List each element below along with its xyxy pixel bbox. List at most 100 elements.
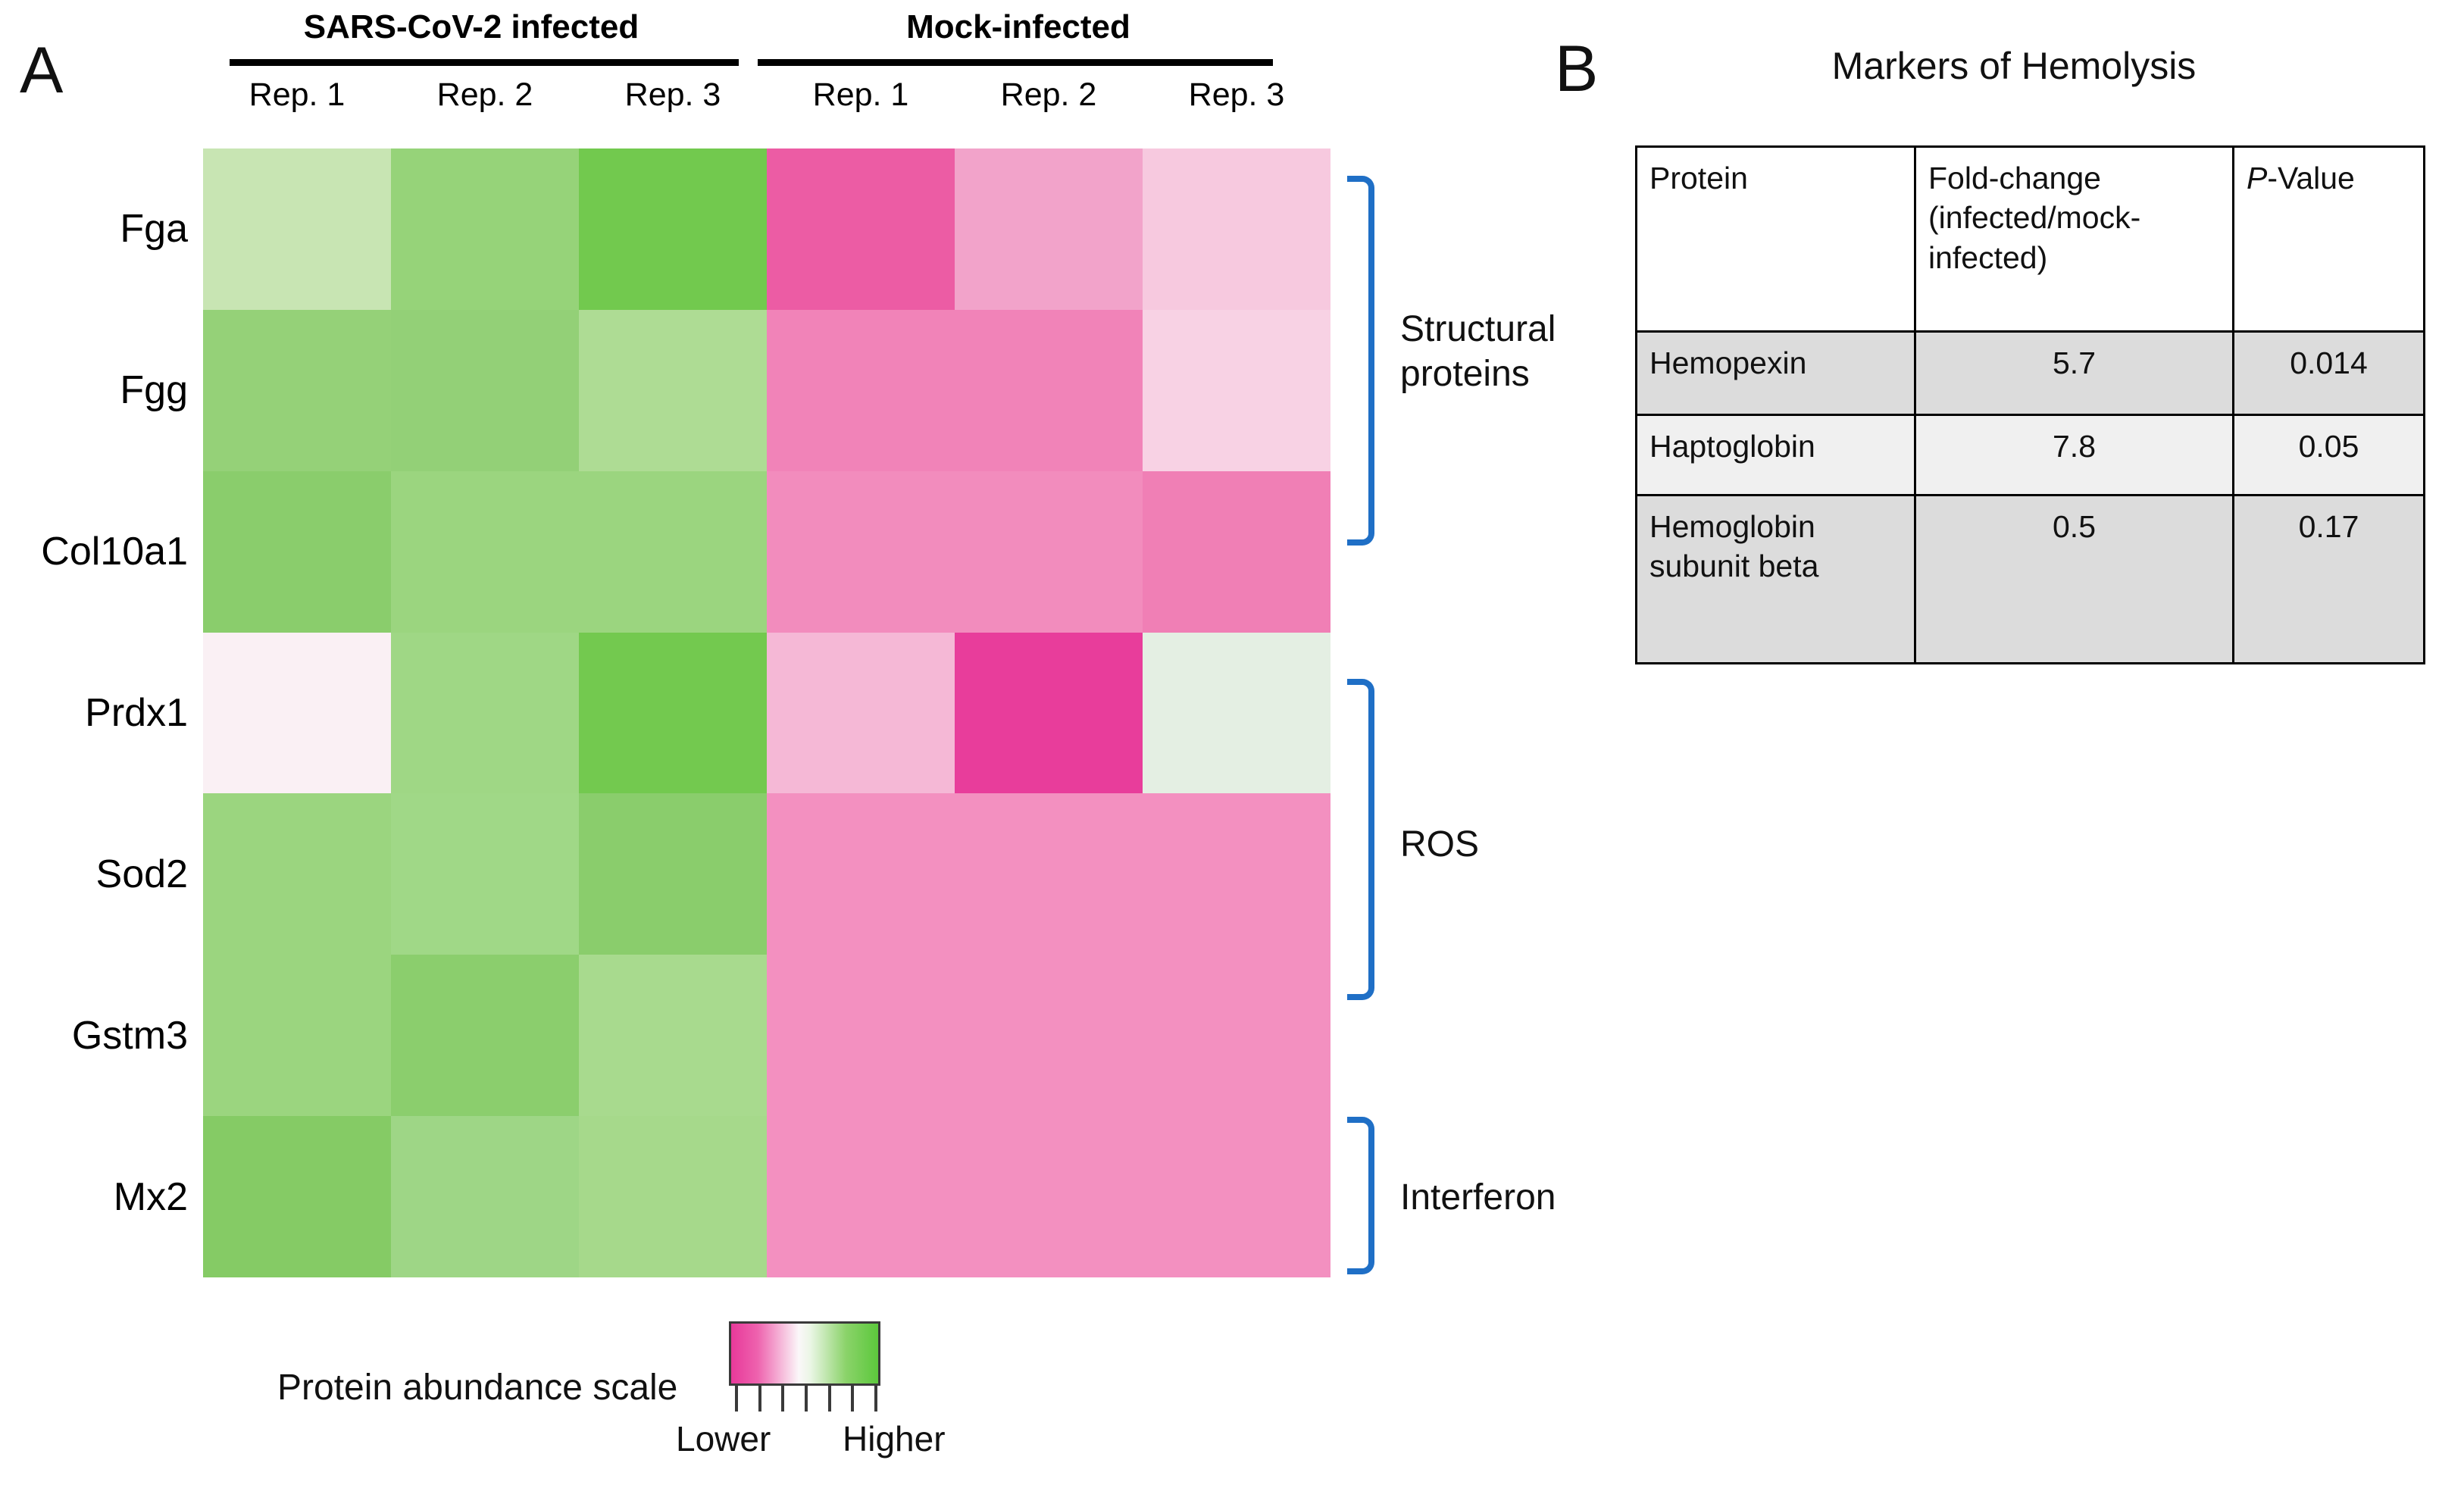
- heatmap-cell-fga-c4: [955, 148, 1143, 310]
- heatmap-cell-mx2-c5: [1143, 1116, 1330, 1277]
- heatmap-cell-sod2-c1: [391, 793, 579, 955]
- fold-change-line-2: (infected/mock-: [1928, 200, 2141, 236]
- heatmap-cell-mx2-c3: [767, 1116, 955, 1277]
- heatmap-cell-fga-c3: [767, 148, 955, 310]
- group-header-infected: SARS-CoV-2 infected: [303, 8, 639, 45]
- fold-change-line-3: infected): [1928, 239, 2048, 275]
- heatmap-cell-col10a1-c2: [579, 471, 767, 633]
- color-gradient-bar: [729, 1321, 880, 1386]
- cell-fold-change: 5.7: [1914, 330, 2234, 416]
- cell-p-value: 0.014: [2232, 330, 2425, 416]
- heatmap-row-label-col10a1: Col10a1: [41, 530, 188, 574]
- legend-tick-0: [735, 1386, 738, 1412]
- cell-protein: Hemoglobin subunit beta: [1635, 494, 1916, 664]
- heatmap-cell-prdx1-c2: [579, 632, 767, 794]
- legend-tick-2: [781, 1386, 785, 1412]
- legend-higher-label: Higher: [843, 1419, 946, 1458]
- p-value-suffix: -Value: [2267, 161, 2355, 195]
- heatmap-cell-gstm3-c0: [203, 955, 391, 1117]
- heatmap-row-label-sod2: Sod2: [95, 852, 188, 896]
- heatmap-cell-sod2-c2: [579, 793, 767, 955]
- heatmap-cell-col10a1-c3: [767, 471, 955, 633]
- heatmap-cell-fga-c5: [1143, 148, 1330, 310]
- heatmap-cell-col10a1-c4: [955, 471, 1143, 633]
- heatmap-cell-gstm3-c4: [955, 955, 1143, 1117]
- legend-tick-1: [758, 1386, 761, 1412]
- heatmap-cell-sod2-c0: [203, 793, 391, 955]
- heatmap-row-label-prdx1: Prdx1: [85, 691, 188, 735]
- panel-b-letter: B: [1555, 33, 1599, 105]
- column-header-infected-rep1: Rep. 1: [249, 77, 346, 113]
- table-header-row: Protein Fold-change (infected/mock- infe…: [1635, 145, 2425, 333]
- cell-protein: Haptoglobin: [1635, 414, 1916, 496]
- column-header-mock-rep2: Rep. 2: [1000, 77, 1097, 113]
- group-header-mock: Mock-infected: [906, 8, 1130, 45]
- table-header: Protein Fold-change (infected/mock- infe…: [1635, 145, 2425, 333]
- heatmap-row-label-fga: Fga: [120, 207, 188, 252]
- protein-abundance-heatmap: [203, 148, 1330, 1277]
- bracket-structural-proteins: [1347, 176, 1374, 546]
- heatmap-cell-fgg-c3: [767, 309, 955, 471]
- cell-protein: Hemopexin: [1635, 330, 1916, 416]
- bracket-interferon: [1347, 1117, 1374, 1274]
- heatmap-cell-col10a1-c5: [1143, 471, 1330, 633]
- heatmap-cell-mx2-c0: [203, 1116, 391, 1277]
- cell-p-value: 0.17: [2232, 494, 2425, 664]
- heatmap-cell-gstm3-c2: [579, 955, 767, 1117]
- cell-fold-change: 0.5: [1914, 494, 2234, 664]
- heatmap-cell-sod2-c3: [767, 793, 955, 955]
- legend-tick-4: [827, 1386, 831, 1412]
- heatmap-cell-prdx1-c0: [203, 632, 391, 794]
- legend-tick-marks: [729, 1386, 880, 1412]
- heatmap-cell-fgg-c5: [1143, 309, 1330, 471]
- heatmap-cell-mx2-c4: [955, 1116, 1143, 1277]
- heatmap-cell-fgg-c2: [579, 309, 767, 471]
- fold-change-line-1: Fold-change: [1928, 161, 2101, 195]
- column-header-infected-rep2: Rep. 2: [436, 77, 533, 113]
- heatmap-cell-col10a1-c1: [391, 471, 579, 633]
- heatmap-cell-prdx1-c3: [767, 632, 955, 794]
- heatmap-cell-mx2-c2: [579, 1116, 767, 1277]
- heatmap-cell-gstm3-c3: [767, 955, 955, 1117]
- markers-of-hemolysis-table: Protein Fold-change (infected/mock- infe…: [1635, 145, 2425, 664]
- heatmap-cell-mx2-c1: [391, 1116, 579, 1277]
- heatmap-cell-prdx1-c1: [391, 632, 579, 794]
- heatmap-cell-fga-c1: [391, 148, 579, 310]
- heatmap-row-label-fgg: Fgg: [120, 368, 188, 413]
- heatmap-cell-fga-c0: [203, 148, 391, 310]
- heatmap-cell-fga-c2: [579, 148, 767, 310]
- legend-tick-5: [851, 1386, 855, 1412]
- heatmap-row-label-gstm3: Gstm3: [71, 1013, 188, 1058]
- color-scale-legend: Protein abundance scale Lower Higher: [0, 1318, 1288, 1508]
- heatmap-cell-fgg-c1: [391, 309, 579, 471]
- heatmap-cell-prdx1-c5: [1143, 632, 1330, 794]
- bracket-ros: [1347, 679, 1374, 1000]
- bracket-label-ros: ROS: [1400, 824, 1480, 864]
- column-header-p-value: P-Value: [2232, 145, 2425, 333]
- legend-tick-6: [874, 1386, 877, 1412]
- heatmap-cell-col10a1-c0: [203, 471, 391, 633]
- legend-lower-label: Lower: [676, 1419, 771, 1458]
- panel-a-letter: A: [20, 34, 64, 107]
- cell-p-value: 0.05: [2232, 414, 2425, 496]
- legend-caption: Protein abundance scale: [277, 1368, 678, 1408]
- bracket-label-structural-proteins: Structural proteins: [1400, 309, 1556, 394]
- heatmap-cell-fgg-c4: [955, 309, 1143, 471]
- column-header-mock-rep1: Rep. 1: [812, 77, 909, 113]
- column-header-protein: Protein: [1635, 145, 1916, 333]
- legend-tick-3: [805, 1386, 808, 1412]
- heatmap-cell-gstm3-c1: [391, 955, 579, 1117]
- heatmap-cell-sod2-c4: [955, 793, 1143, 955]
- column-header-infected-rep3: Rep. 3: [624, 77, 721, 113]
- column-header-fold-change: Fold-change (infected/mock- infected): [1914, 145, 2234, 333]
- heatmap-cell-fgg-c0: [203, 309, 391, 471]
- heatmap-cell-sod2-c5: [1143, 793, 1330, 955]
- p-value-italic-p: P: [2247, 161, 2268, 195]
- group-rule-mock: [758, 59, 1273, 66]
